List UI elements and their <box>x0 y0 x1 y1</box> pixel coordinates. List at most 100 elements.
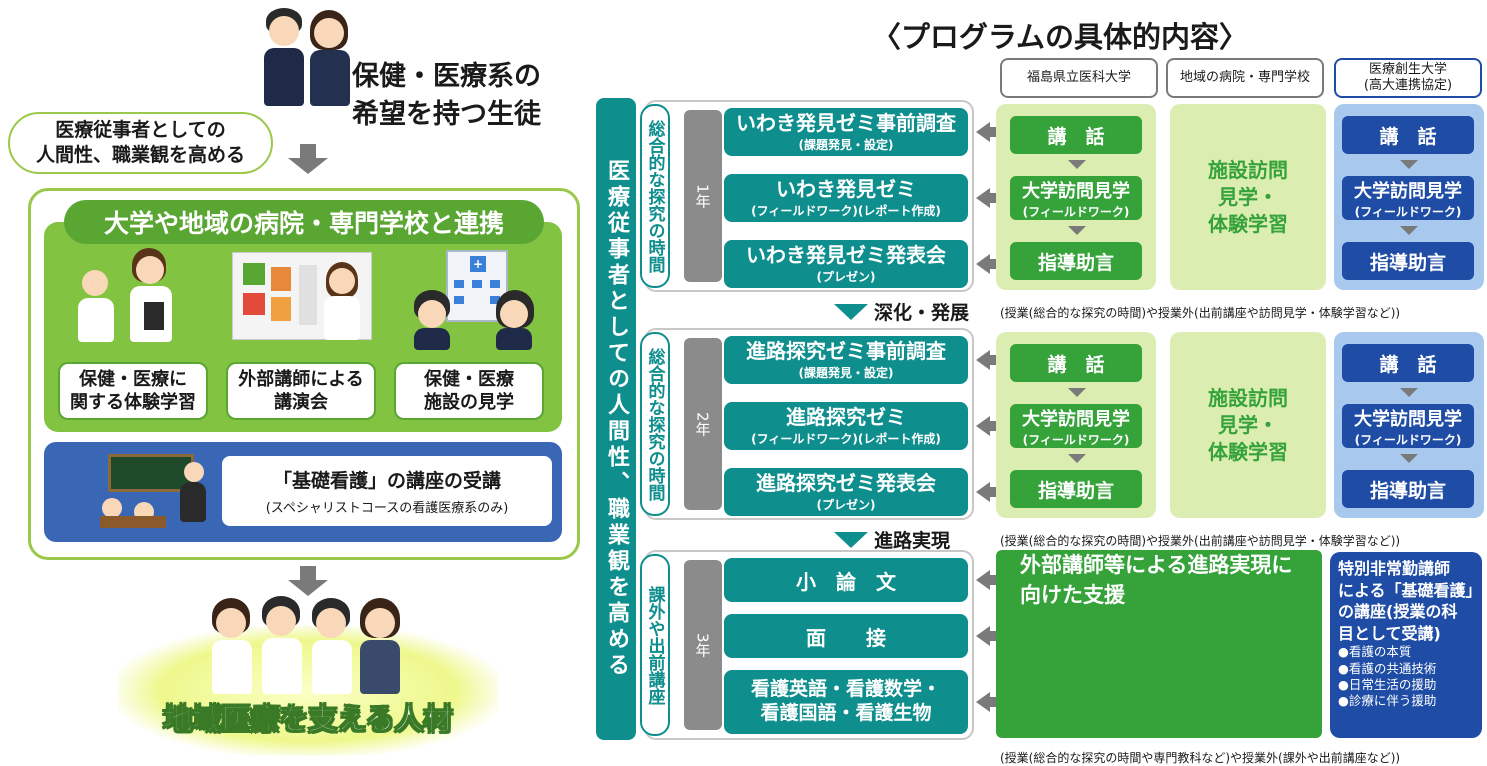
facility-line: 施設訪問 <box>1208 157 1288 182</box>
small-arrow <box>1068 388 1086 397</box>
result-label: 地域医療を支える人材 <box>163 702 453 737</box>
year1-number: 1年 <box>684 110 722 282</box>
column-head-iryo-line-2: (高大連携協定) <box>1363 78 1453 93</box>
facility-line: 見学・ <box>1218 184 1278 209</box>
year1-presentation: いわき発見ゼミ発表会 (プレゼン) <box>724 240 968 288</box>
iryo-advice-y1: 指導助言 <box>1342 242 1474 280</box>
facility-line: 施設訪問 <box>1208 385 1288 410</box>
fukushima-visit-y2: 大学訪問見学 (フィールドワーク) <box>1010 404 1142 448</box>
note-year1: (授業(総合的な探究の時間)や授業外(出前講座や訪問見学・体験学習など)) <box>1000 306 1401 320</box>
program-title: 〈プログラムの具体的内容〉 <box>871 20 1249 54</box>
facility-line: 体験学習 <box>1208 439 1288 464</box>
year2-item-sub: (課題発見・設定) <box>798 365 894 380</box>
healthcare-workers-illustration <box>208 596 408 696</box>
activity-facility-line-2: 施設の見学 <box>424 392 514 413</box>
bubble-line-1: 医療従事者としての <box>55 119 226 142</box>
result-glow <box>118 626 498 756</box>
support-line-2: 向けた支援 <box>1020 583 1125 608</box>
iryo-visit-y2: 大学訪問見学 (フィールドワーク) <box>1342 404 1474 448</box>
small-arrow <box>1400 388 1418 397</box>
note-year2: (授業(総合的な探究の時間)や授業外(出前講座や訪問見学・体験学習など)) <box>1000 534 1401 548</box>
special-lecturer-box: 特別非常勤講師 による「基礎看護」 の講座(授業の科 目として受講) ●看護の本… <box>1330 552 1482 738</box>
iryo-advice-y2: 指導助言 <box>1342 470 1474 508</box>
year2-facility-column: 施設訪問 見学・ 体験学習 <box>1170 332 1326 518</box>
iryo-visit-y1: 大学訪問見学 (フィールドワーク) <box>1342 176 1474 220</box>
year3-nursing-subjects: 看護英語・看護数学・ 看護国語・看護生物 <box>724 670 968 734</box>
year1-item-sub: (フィールドワーク)(レポート作成) <box>751 203 941 218</box>
collaboration-title: 大学や地域の病院・専門学校と連携 <box>64 200 544 244</box>
iryo-lecture-y2: 講 話 <box>1342 344 1474 382</box>
student-label-line-1: 保健・医療系の <box>352 61 541 92</box>
small-arrow <box>1400 226 1418 235</box>
visit-sub: (フィールドワーク) <box>1354 432 1462 447</box>
visit-title: 大学訪問見学 <box>1354 180 1462 202</box>
small-arrow <box>1400 160 1418 169</box>
lecturer-illustration <box>320 262 376 342</box>
classroom-illustration <box>100 454 212 534</box>
year2-item-title: 進路探究ゼミ事前調査 <box>746 338 946 363</box>
students-visiting-illustration <box>414 290 538 350</box>
special-item: ●診療に伴う援助 <box>1338 693 1437 709</box>
fukushima-lecture-y1: 講 話 <box>1010 116 1142 154</box>
visit-title: 大学訪問見学 <box>1022 180 1130 202</box>
year1-item-title: いわき発見ゼミ発表会 <box>746 242 946 267</box>
facility-line: 見学・ <box>1218 412 1278 437</box>
special-title-line: による「基礎看護」 <box>1338 580 1482 600</box>
nursing-course-box: 「基礎看護」の講座の受講 (スペシャリストコースの看護医療系のみ) <box>222 456 552 526</box>
year2-item-title: 進路探究ゼミ <box>786 404 906 429</box>
column-head-fukushima: 福島県立医科大学 <box>1000 58 1158 98</box>
student-label-line-2: 希望を持つ生徒 <box>352 99 541 131</box>
fukushima-advice-y1: 指導助言 <box>1010 242 1142 280</box>
facility-line: 体験学習 <box>1208 211 1288 236</box>
nurse-illustration <box>76 248 186 344</box>
small-arrow <box>1068 226 1086 235</box>
column-head-iryo-sosei: 医療創生大学 (高大連携協定) <box>1334 58 1482 98</box>
activity-facility-line-1: 保健・医療 <box>424 368 514 390</box>
speech-bubble: 医療従事者としての 人間性、職業観を高める <box>8 112 273 174</box>
nursing-course-subtitle: (スペシャリストコースの看護医療系のみ) <box>265 501 509 516</box>
year1-item-title: いわき発見ゼミ <box>776 176 916 201</box>
year2-seminar: 進路探究ゼミ (フィールドワーク)(レポート作成) <box>724 402 968 450</box>
year3-interview: 面 接 <box>724 614 968 658</box>
activity-lecture-line-2: 講演会 <box>274 392 328 413</box>
year2-item-title: 進路探究ゼミ発表会 <box>756 470 936 495</box>
visit-sub: (フィールドワーク) <box>1022 204 1130 219</box>
special-title-line: 特別非常勤講師 <box>1338 559 1451 578</box>
special-title-line: 目として受講) <box>1338 623 1441 643</box>
small-arrow <box>1068 454 1086 463</box>
year2-item-sub: (プレゼン) <box>816 497 876 512</box>
small-arrow <box>1068 160 1086 169</box>
year1-item-title: いわき発見ゼミ事前調査 <box>736 110 956 135</box>
year3-label: 課外や出前講座 <box>640 554 670 736</box>
year1-label: 総合的な探究の時間 <box>640 104 670 288</box>
nursing-course-title: 「基礎看護」の講座の受講 <box>272 470 501 492</box>
iryo-lecture-y1: 講 話 <box>1342 116 1474 154</box>
year1-facility-column: 施設訪問 見学・ 体験学習 <box>1170 104 1326 290</box>
support-line-1: 外部講師等による進路実現に <box>1020 553 1293 577</box>
year2-number: 2年 <box>684 338 722 510</box>
column-head-local: 地域の病院・専門学校 <box>1166 58 1324 98</box>
stage1-arrow <box>834 304 868 320</box>
fukushima-advice-y2: 指導助言 <box>1010 470 1142 508</box>
activity-experience-line-2: 関する体験学習 <box>70 392 196 413</box>
fukushima-lecture-y2: 講 話 <box>1010 344 1142 382</box>
column-head-iryo-line-1: 医療創生大学 <box>1368 62 1447 78</box>
fukushima-visit-y1: 大学訪問見学 (フィールドワーク) <box>1010 176 1142 220</box>
special-title-line: の講座(授業の科 <box>1338 602 1458 622</box>
flow-arrow-bottom <box>288 566 328 596</box>
year2-preliminary: 進路探究ゼミ事前調査 (課題発見・設定) <box>724 336 968 384</box>
bubble-line-2: 人間性、職業観を高める <box>35 144 245 166</box>
year2-presentation: 進路探究ゼミ発表会 (プレゼン) <box>724 468 968 516</box>
year2-label: 総合的な探究の時間 <box>640 332 670 516</box>
visit-sub: (フィールドワーク) <box>1354 204 1462 219</box>
activity-experience: 保健・医療に 関する体験学習 <box>58 362 208 420</box>
activity-lecture-line-1: 外部講師による <box>238 368 364 390</box>
visit-title: 大学訪問見学 <box>1354 408 1462 430</box>
visit-title: 大学訪問見学 <box>1022 408 1130 430</box>
special-item: ●日常生活の援助 <box>1338 676 1437 692</box>
special-item: ●看護の共通技術 <box>1338 660 1437 676</box>
nursing-subjects-line-2: 看護国語・看護生物 <box>760 702 932 724</box>
year2-item-sub: (フィールドワーク)(レポート作成) <box>751 431 941 446</box>
student-figure <box>262 8 352 108</box>
year3-essay: 小 論 文 <box>724 558 968 602</box>
